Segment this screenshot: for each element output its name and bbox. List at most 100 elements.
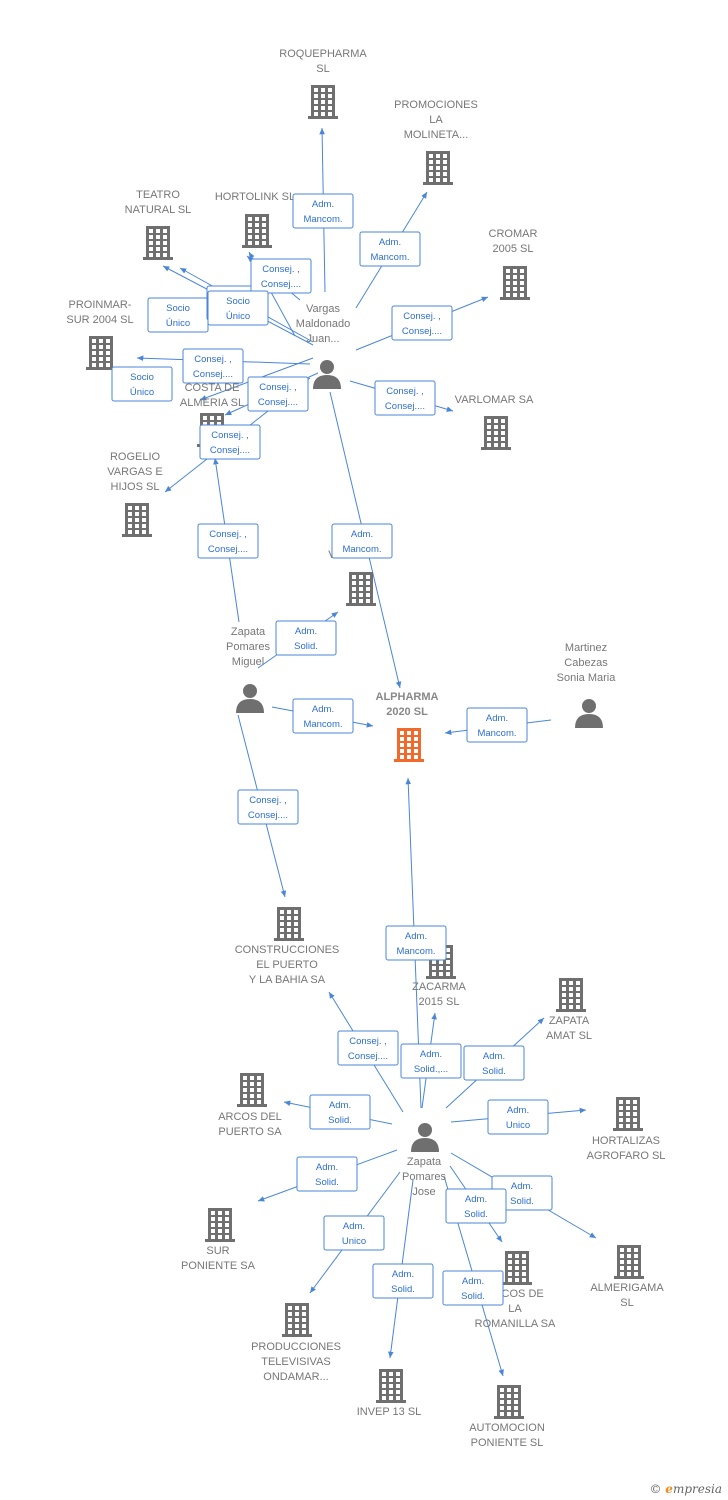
relation-badge-text: Consej....	[348, 1051, 388, 1062]
relation-badge[interactable]: Adm.Mancom.	[292, 698, 354, 734]
relation-badge[interactable]: Adm.Unico	[487, 1099, 549, 1135]
node-teatro[interactable]: TEATRO NATURAL SL	[125, 189, 192, 260]
relation-badge[interactable]: Adm. Solid.	[445, 1188, 507, 1224]
node-label: TELEVISIVAS	[261, 1356, 331, 1368]
node-producciones[interactable]: PRODUCCIONESTELEVISIVASONDAMAR...	[251, 1303, 341, 1383]
relation-badge[interactable]: Adm. Mancom.	[292, 193, 354, 229]
relation-badge-text: Solid.	[461, 1291, 485, 1302]
node-label: NATURAL SL	[125, 204, 192, 216]
node-label: ONDAMAR...	[263, 1371, 328, 1383]
node-promociones[interactable]: PROMOCIONESLAMOLINETA...	[394, 99, 478, 185]
relation-badge[interactable]: Adm.Solid.,...	[400, 1043, 462, 1079]
relation-badge-text: Solid.	[294, 641, 318, 652]
relation-badge[interactable]: Adm.Mancom.	[466, 707, 528, 743]
relation-badge-text: Solid.	[328, 1115, 352, 1126]
person-icon	[236, 684, 264, 713]
node-label: ALPHARMA	[376, 691, 439, 703]
node-label: ROQUEPHARMA	[279, 48, 367, 60]
relation-badge-text: Solid.	[510, 1196, 534, 1207]
relation-badge-text: Consej. ,	[403, 311, 441, 322]
node-proinmar[interactable]: PROINMAR-SUR 2004 SL	[66, 299, 134, 370]
relation-badge-text: Consej. ,	[386, 386, 424, 397]
building-icon	[282, 1303, 312, 1337]
relation-badge[interactable]: Adm.Solid.	[296, 1156, 358, 1192]
relation-badge[interactable]: Adm.Solid.	[463, 1045, 525, 1081]
relation-badge[interactable]: Adm.Solid.	[491, 1175, 553, 1211]
node-invep[interactable]: INVEP 13 SL	[357, 1369, 422, 1418]
node-zapata_amat[interactable]: ZAPATA AMAT SL	[546, 978, 592, 1042]
relation-badge-text: Solid.,...	[414, 1064, 448, 1075]
relation-badge-text: Único	[166, 318, 190, 329]
relation-badge[interactable]: Adm.Mancom.	[359, 231, 421, 267]
relation-badge-text: Consej. ,	[349, 1036, 387, 1047]
node-label: Martinez	[565, 642, 607, 654]
building-icon	[614, 1245, 644, 1279]
node-label: Zapata	[231, 626, 266, 638]
relation-badge[interactable]: Consej. ,Consej....	[391, 305, 453, 341]
relation-badge-text: Adm.	[465, 1194, 487, 1205]
relation-badge[interactable]: Adm.Solid.	[275, 620, 337, 656]
node-label: HORTALIZAS	[592, 1135, 660, 1147]
node-vargas_p[interactable]: VargasMaldonadoJuan...	[296, 303, 350, 389]
relation-badge[interactable]: Adm.Solid.	[442, 1270, 504, 1306]
relation-badge-box	[337, 1030, 399, 1066]
building-icon	[494, 1385, 524, 1419]
relation-badge[interactable]: Adm.Unico	[323, 1215, 385, 1251]
relation-badge[interactable]: Consej. ,Consej....	[199, 424, 261, 460]
building-icon	[481, 416, 511, 450]
relation-badge[interactable]: Consej. ,Consej....	[374, 380, 436, 416]
node-label: ZACARMA	[412, 981, 466, 993]
relation-badge[interactable]: Consej. , Consej....	[337, 1030, 399, 1066]
node-label: 2005 SL	[493, 243, 534, 255]
relation-badge-text: Solid.	[464, 1209, 488, 1220]
node-label: AMAT SL	[546, 1030, 592, 1042]
relation-badge-text: Adm.	[405, 931, 427, 942]
node-varlomar[interactable]: VARLOMAR SA	[455, 394, 534, 450]
node-label: AUTOMOCION	[469, 1422, 545, 1434]
relation-badge[interactable]: Adm.Mancom.	[385, 925, 447, 961]
relation-badge[interactable]: Consej. ,Consej....	[182, 348, 244, 384]
relation-badge[interactable]: Consej. ,Consej....	[250, 258, 312, 294]
building-icon	[346, 572, 376, 606]
node-label: COSTA DE	[185, 382, 240, 394]
relation-badge[interactable]: Consej. ,Consej....	[247, 376, 309, 412]
relation-badge-text: Socio	[166, 303, 190, 314]
building-icon	[394, 728, 424, 762]
node-hortolink[interactable]: HORTOLINK SL	[215, 191, 295, 248]
copyright-notice: © empresia	[649, 1482, 722, 1496]
relation-badge-box	[292, 698, 354, 734]
relation-badge[interactable]: Adm.Mancom.	[331, 523, 393, 559]
relation-badge-box	[275, 620, 337, 656]
relation-badge[interactable]: Consej. ,Consej....	[237, 789, 299, 825]
relation-badge[interactable]: Adm.Solid.	[309, 1094, 371, 1130]
relation-badge-text: Mancom.	[303, 214, 342, 225]
relation-badge-box	[199, 424, 261, 460]
node-label: TEATRO	[136, 189, 180, 201]
relation-badge-box	[309, 1094, 371, 1130]
relation-badge[interactable]: Adm.Solid.	[372, 1263, 434, 1299]
node-label: LA	[508, 1303, 522, 1315]
relation-badge[interactable]: Consej. ,Consej....	[197, 523, 259, 559]
node-label: LA	[429, 114, 443, 126]
relation-badge-text: Único	[130, 387, 154, 398]
relation-badge-text: Adm.	[312, 199, 334, 210]
node-label: ZAPATA	[549, 1015, 590, 1027]
relation-badge-text: Unico	[342, 1236, 366, 1247]
